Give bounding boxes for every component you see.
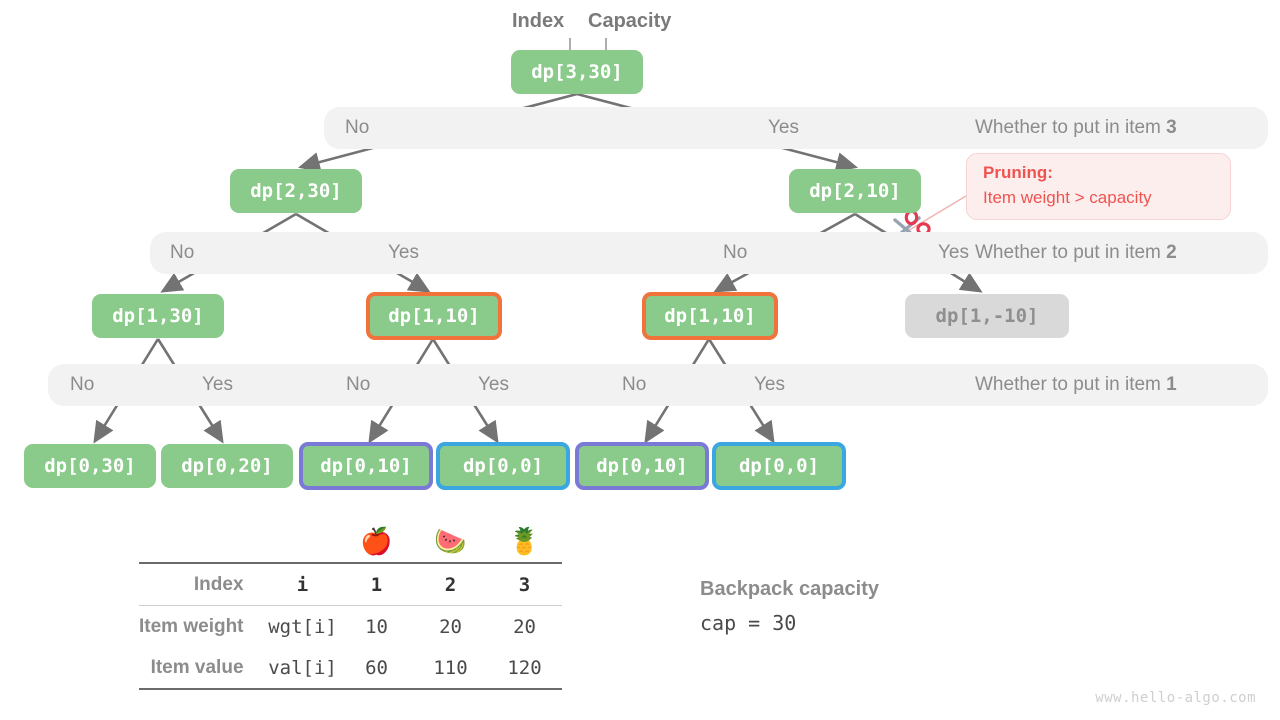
band1-no-label: No [345, 117, 370, 138]
decision-band-item2 [150, 232, 1268, 274]
capacity-note-title: Backpack capacity [700, 578, 880, 600]
row-key-index: i [265, 562, 340, 606]
index-value-3: 3 [487, 562, 562, 606]
value-value-2: 110 [413, 647, 488, 690]
node-dp-0-0-a[interactable]: dp[0,0] [436, 442, 570, 490]
index-annotation-label: Index [512, 10, 565, 32]
table-row-index: Index i 1 2 3 [139, 562, 562, 606]
weight-value-3: 20 [487, 605, 562, 647]
band2-yes-left-label: Yes [388, 242, 419, 263]
row-label-value: Item value [139, 647, 266, 690]
band3-question-text: Whether to put in item [975, 374, 1167, 395]
band1-question-label: Whether to put in item 3 [975, 107, 1177, 149]
band3-no-1-label: No [70, 374, 95, 395]
watermelon-icon: 🍉 [434, 526, 467, 556]
apple-icon: 🍎 [360, 526, 393, 556]
band3-question-label: Whether to put in item 1 [975, 364, 1177, 406]
weight-value-2: 20 [413, 605, 488, 647]
row-key-weight: wgt[i] [265, 605, 340, 647]
emoji-key-spacer [266, 520, 340, 563]
node-dp-0-20[interactable]: dp[0,20] [161, 444, 293, 488]
capacity-annotation-label: Capacity [588, 10, 672, 32]
decision-band-item1 [48, 364, 1268, 406]
band3-question-item: 1 [1166, 374, 1177, 395]
backpack-capacity-note: Backpack capacity cap = 30 [700, 578, 879, 635]
pineapple-icon: 🍍 [508, 526, 541, 556]
pruning-callout-body: Item weight > capacity [983, 188, 1152, 207]
table-row-weight: Item weight wgt[i] 10 20 20 [139, 605, 562, 647]
pruning-callout-title: Pruning: [983, 163, 1216, 183]
node-dp-0-10-b[interactable]: dp[0,10] [575, 442, 709, 490]
capacity-note-value: cap = 30 [700, 611, 797, 635]
band3-yes-1-label: Yes [202, 374, 233, 395]
node-dp-1-10-right[interactable]: dp[1,10] [642, 292, 778, 340]
node-dp-1-30[interactable]: dp[1,30] [92, 294, 224, 338]
value-value-1: 60 [339, 647, 414, 690]
weight-value-1: 10 [339, 605, 414, 647]
band1-question-item: 3 [1166, 117, 1177, 138]
table-emoji-row: 🍎 🍉 🍍 [139, 520, 562, 563]
node-dp-2-30[interactable]: dp[2,30] [230, 169, 362, 213]
node-dp-0-0-b[interactable]: dp[0,0] [712, 442, 846, 490]
value-value-3: 120 [487, 647, 562, 690]
node-dp-1-10-left[interactable]: dp[1,10] [366, 292, 502, 340]
row-label-weight: Item weight [139, 605, 266, 647]
pruning-title-colon: : [1047, 163, 1053, 182]
index-value-1: 1 [339, 562, 414, 606]
decision-band-item3 [324, 107, 1268, 149]
node-dp-3-30[interactable]: dp[3,30] [511, 50, 643, 94]
band2-question-item: 2 [1166, 242, 1177, 263]
index-value-2: 2 [413, 562, 488, 606]
node-dp-0-10-a[interactable]: dp[0,10] [299, 442, 433, 490]
node-dp-1-minus10[interactable]: dp[1,-10] [905, 294, 1069, 338]
band2-no-right-label: No [723, 242, 748, 263]
band3-no-2-label: No [346, 374, 371, 395]
band3-no-3-label: No [622, 374, 647, 395]
band3-yes-2-label: Yes [478, 374, 509, 395]
band1-question-text: Whether to put in item [975, 117, 1167, 138]
node-dp-0-30[interactable]: dp[0,30] [24, 444, 156, 488]
row-label-index: Index [139, 562, 266, 606]
items-table: 🍎 🍉 🍍 Index i 1 2 3 Item weight wgt[i] 1… [139, 520, 562, 690]
watermark: www.hello-algo.com [1095, 690, 1256, 706]
band2-yes-right-label: Yes [938, 242, 969, 263]
band1-yes-label: Yes [768, 117, 799, 138]
emoji-row-spacer [139, 520, 266, 563]
pruning-title-text: Pruning [983, 163, 1048, 182]
node-dp-2-10[interactable]: dp[2,10] [789, 169, 921, 213]
row-key-value: val[i] [265, 647, 340, 690]
band3-yes-3-label: Yes [754, 374, 785, 395]
band2-question-text: Whether to put in item [975, 242, 1167, 263]
band2-question-label: Whether to put in item 2 [975, 232, 1177, 274]
table-row-value: Item value val[i] 60 110 120 [139, 647, 562, 690]
band2-no-left-label: No [170, 242, 195, 263]
pruning-callout: Pruning: Item weight > capacity [966, 153, 1231, 220]
